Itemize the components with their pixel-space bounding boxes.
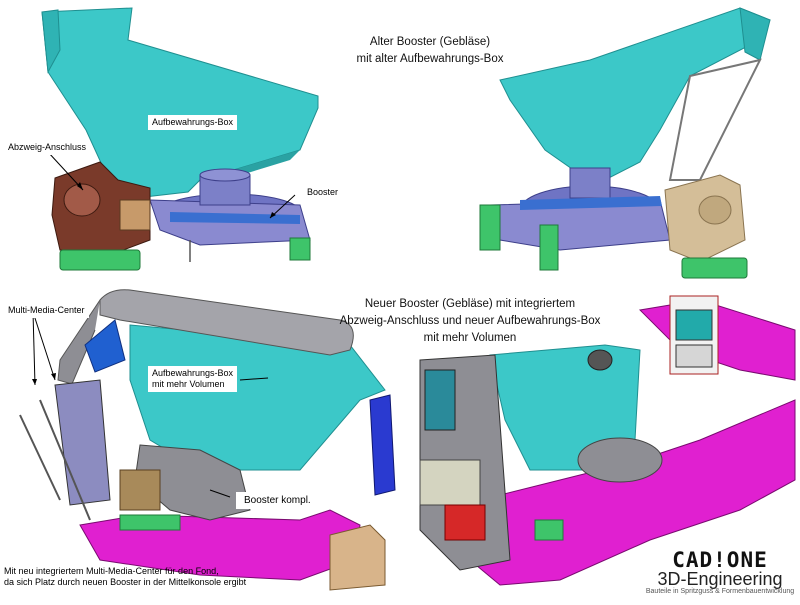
label-aufbewahrungs-box-neu-line2: mit mehr Volumen (152, 379, 225, 389)
new-storage-box-left (129, 324, 386, 471)
old-assembly-right (479, 7, 771, 279)
old-green-mount-right (479, 204, 501, 251)
label-aufbewahrungs-box-neu: Aufbewahrungs-Box mit mehr Volumen (148, 366, 238, 392)
logo-subtitle: 3D-Engineering (657, 569, 783, 589)
label-aufbewahrungs-box: Aufbewahrungs-Box (148, 115, 238, 130)
bottom-caption-line3: mit mehr Volumen (423, 332, 517, 344)
old-assembly-left (41, 7, 319, 271)
footnote-line1: Mit neu integriertem Multi-Media-Center … (4, 566, 219, 576)
multi-media-panel (54, 379, 111, 506)
leader-lines (32, 151, 296, 498)
leader-arrowheads (32, 182, 276, 385)
footnote-line2: da sich Platz durch neuen Booster in der… (4, 577, 247, 587)
company-logo: CAD!ONE 3D-Engineering Bauteile in Sprit… (642, 548, 798, 598)
footnote: Mit neu integriertem Multi-Media-Center … (4, 566, 334, 588)
top-caption: Alter Booster (Gebläse) mit alter Aufbew… (300, 34, 560, 68)
old-storage-box-right (499, 7, 771, 186)
old-green-mount-left (59, 249, 141, 271)
label-multi-media-center: Multi-Media-Center (4, 303, 89, 318)
bottom-caption-line1: Neuer Booster (Gebläse) mit integriertem (364, 298, 576, 310)
new-assembly-right (419, 295, 796, 586)
logo-brand: CAD!ONE (672, 548, 768, 572)
new-assembly-left (19, 289, 396, 591)
label-booster: Booster (303, 185, 343, 200)
label-booster-kompl: Booster kompl. (236, 492, 319, 509)
label-aufbewahrungs-box-neu-line1: Aufbewahrungs-Box (152, 368, 234, 378)
top-caption-line2: mit alter Aufbewahrungs-Box (356, 53, 504, 65)
top-caption-line1: Alter Booster (Gebläse) (369, 36, 491, 48)
label-abzweig-anschluss: Abzweig-Anschluss (4, 140, 91, 155)
bottom-caption-line2: Abzweig-Anschluss und neuer Aufbewahrung… (339, 315, 601, 327)
bottom-caption: Neuer Booster (Gebläse) mit integriertem… (320, 296, 620, 347)
logo-tagline: Bauteile in Spritzguss & Formenbauentwic… (645, 588, 795, 595)
